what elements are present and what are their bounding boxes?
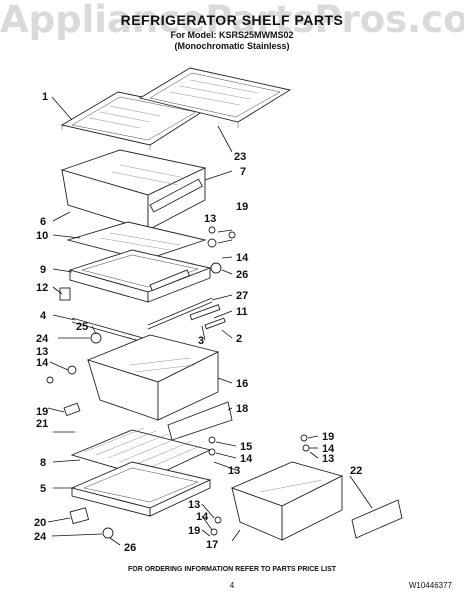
callout-14-lower: 14	[196, 511, 209, 523]
callout-13-right: 13	[322, 453, 334, 465]
callout-10: 10	[36, 230, 48, 242]
crisper-glass-panel	[66, 221, 207, 261]
callout-2: 2	[236, 333, 242, 345]
callout-13-mid: 13	[228, 465, 240, 477]
callout-13-upper: 13	[204, 213, 216, 225]
callout-6: 6	[40, 216, 46, 228]
callout-26-lower: 26	[124, 542, 136, 554]
lower-crisper-drawer	[86, 334, 233, 441]
callout-16: 16	[236, 378, 248, 390]
callout-21: 21	[36, 418, 48, 430]
callout-23: 23	[234, 151, 246, 163]
callout-19-lower: 19	[188, 525, 200, 537]
callout-13-lower: 13	[188, 499, 200, 511]
callout-26-upper: 26	[236, 269, 248, 281]
callout-12: 12	[36, 282, 48, 294]
callout-24: 24	[36, 333, 49, 345]
finish-subtitle: (Monochromatic Stainless)	[174, 41, 290, 51]
callout-11: 11	[236, 306, 248, 318]
callout-14-upper: 14	[236, 252, 249, 264]
crisper-frame	[68, 249, 212, 303]
callout-4: 4	[40, 310, 47, 322]
callout-18: 18	[236, 403, 248, 415]
glass-shelf-right	[138, 67, 292, 128]
callout-3: 3	[198, 335, 204, 347]
callout-24-lower: 24	[34, 531, 47, 543]
callout-17: 17	[206, 539, 218, 551]
page-title: REFRIGERATOR SHELF PARTS	[120, 12, 344, 28]
callout-13: 13	[36, 346, 48, 358]
callout-14: 14	[36, 357, 49, 369]
callout-1: 1	[42, 91, 48, 103]
page-number: 4	[229, 581, 235, 590]
callout-15: 15	[240, 441, 252, 453]
callout-19-right: 19	[322, 431, 334, 443]
lower-frame	[70, 461, 212, 517]
callout-14-mid: 14	[240, 453, 253, 465]
upper-crisper-drawer	[60, 149, 207, 231]
callout-8: 8	[40, 457, 46, 469]
callout-22: 22	[350, 465, 362, 477]
callout-27: 27	[236, 290, 248, 302]
document-number: W10446377	[408, 581, 452, 590]
leader-lines	[47, 96, 373, 546]
callout-7: 7	[240, 166, 246, 178]
callout-9: 9	[40, 264, 46, 276]
hardware-small-parts	[46, 226, 236, 417]
ordering-info-footer: FOR ORDERING INFORMATION REFER TO PARTS …	[127, 566, 337, 573]
callout-19: 19	[36, 406, 48, 418]
right-hardware	[208, 434, 310, 536]
callout-20: 20	[34, 517, 46, 529]
right-crisper-drawer	[230, 461, 403, 541]
callout-5: 5	[40, 483, 46, 495]
callout-labels: 1 23 7 6 10 9 12 4 25 24 13 14 19 21 8 5…	[34, 91, 362, 554]
model-subtitle: For Model: KSRS25MWMS02	[170, 30, 294, 40]
callout-14-right: 14	[322, 443, 335, 455]
lower-clips	[69, 507, 114, 539]
callout-25: 25	[76, 321, 88, 333]
shelf-rails	[59, 287, 226, 345]
callout-19-upper: 19	[236, 201, 248, 213]
